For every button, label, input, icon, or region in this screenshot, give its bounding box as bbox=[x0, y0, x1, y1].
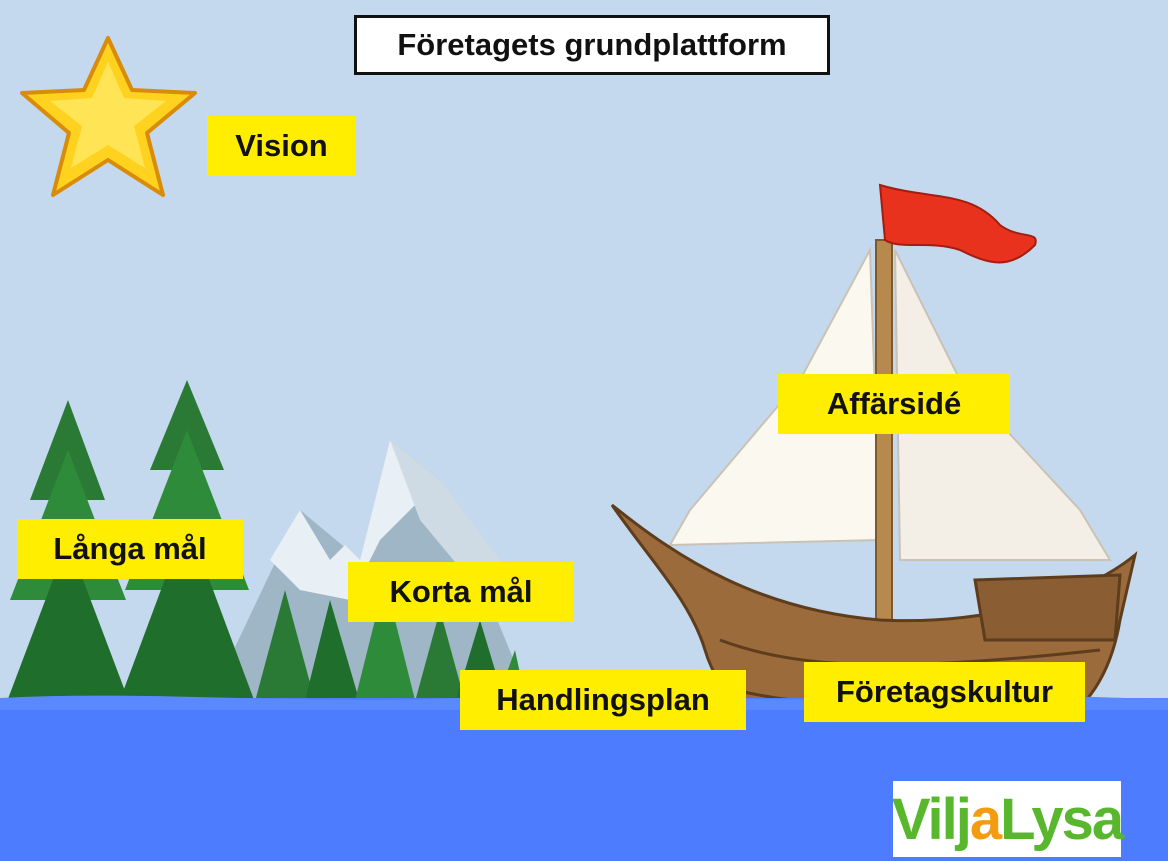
logo-part-2: a bbox=[970, 786, 1000, 853]
label-handlingsplan: Handlingsplan bbox=[460, 670, 746, 730]
label-affarside: Affärsidé bbox=[778, 374, 1010, 434]
logo-part-3: Lysa bbox=[1000, 786, 1122, 853]
label-korta-mal: Korta mål bbox=[348, 562, 574, 622]
page-title: Företagets grundplattform bbox=[354, 15, 830, 75]
label-langa-mal: Långa mål bbox=[17, 519, 243, 579]
logo-part-1: Vilj bbox=[892, 786, 970, 853]
label-foretagskultur: Företagskultur bbox=[804, 662, 1085, 722]
label-vision: Vision bbox=[207, 116, 356, 176]
